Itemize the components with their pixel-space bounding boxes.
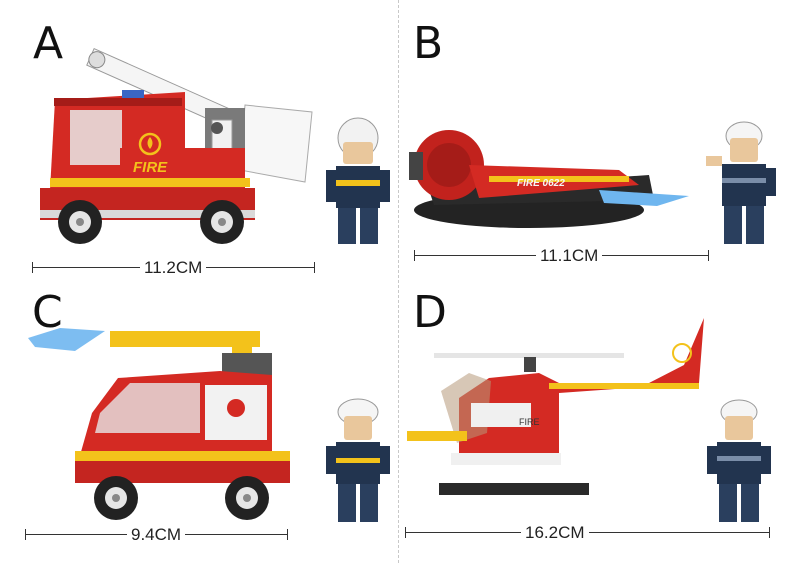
- width-measurement: 11.2CM: [32, 258, 315, 278]
- svg-text:FIRE: FIRE: [133, 159, 168, 176]
- ladder-fire-truck-image: FIRE: [40, 47, 390, 244]
- svg-text:FIRE: FIRE: [519, 417, 540, 427]
- measurement-label: 11.2CM: [140, 258, 207, 278]
- fire-helicopter-image: FIRE: [407, 318, 771, 522]
- svg-text:FIRE 0622: FIRE 0622: [517, 178, 565, 189]
- panel-a: A FIRE: [0, 0, 398, 282]
- panel-letter: B: [413, 18, 444, 69]
- panel-letter: A: [33, 18, 64, 69]
- width-measurement: 16.2CM: [405, 523, 770, 543]
- width-measurement: 9.4CM: [25, 525, 288, 545]
- panel-letter: D: [413, 287, 447, 338]
- fire-engine-water-cannon-image: [28, 328, 390, 522]
- measurement-label: 9.4CM: [127, 525, 186, 545]
- panel-b: B FIRE 0622 11.1CM: [399, 0, 785, 282]
- center-divider: [398, 0, 400, 563]
- measurement-label: 11.1CM: [536, 246, 603, 266]
- measurement-label: 16.2CM: [521, 523, 589, 543]
- fire-hovercraft-image: FIRE 0622: [409, 121, 776, 244]
- width-measurement: 11.1CM: [414, 246, 709, 266]
- panel-d: D FIRE 16.2CM: [399, 283, 785, 563]
- panel-c: C 9.4CM: [0, 283, 398, 563]
